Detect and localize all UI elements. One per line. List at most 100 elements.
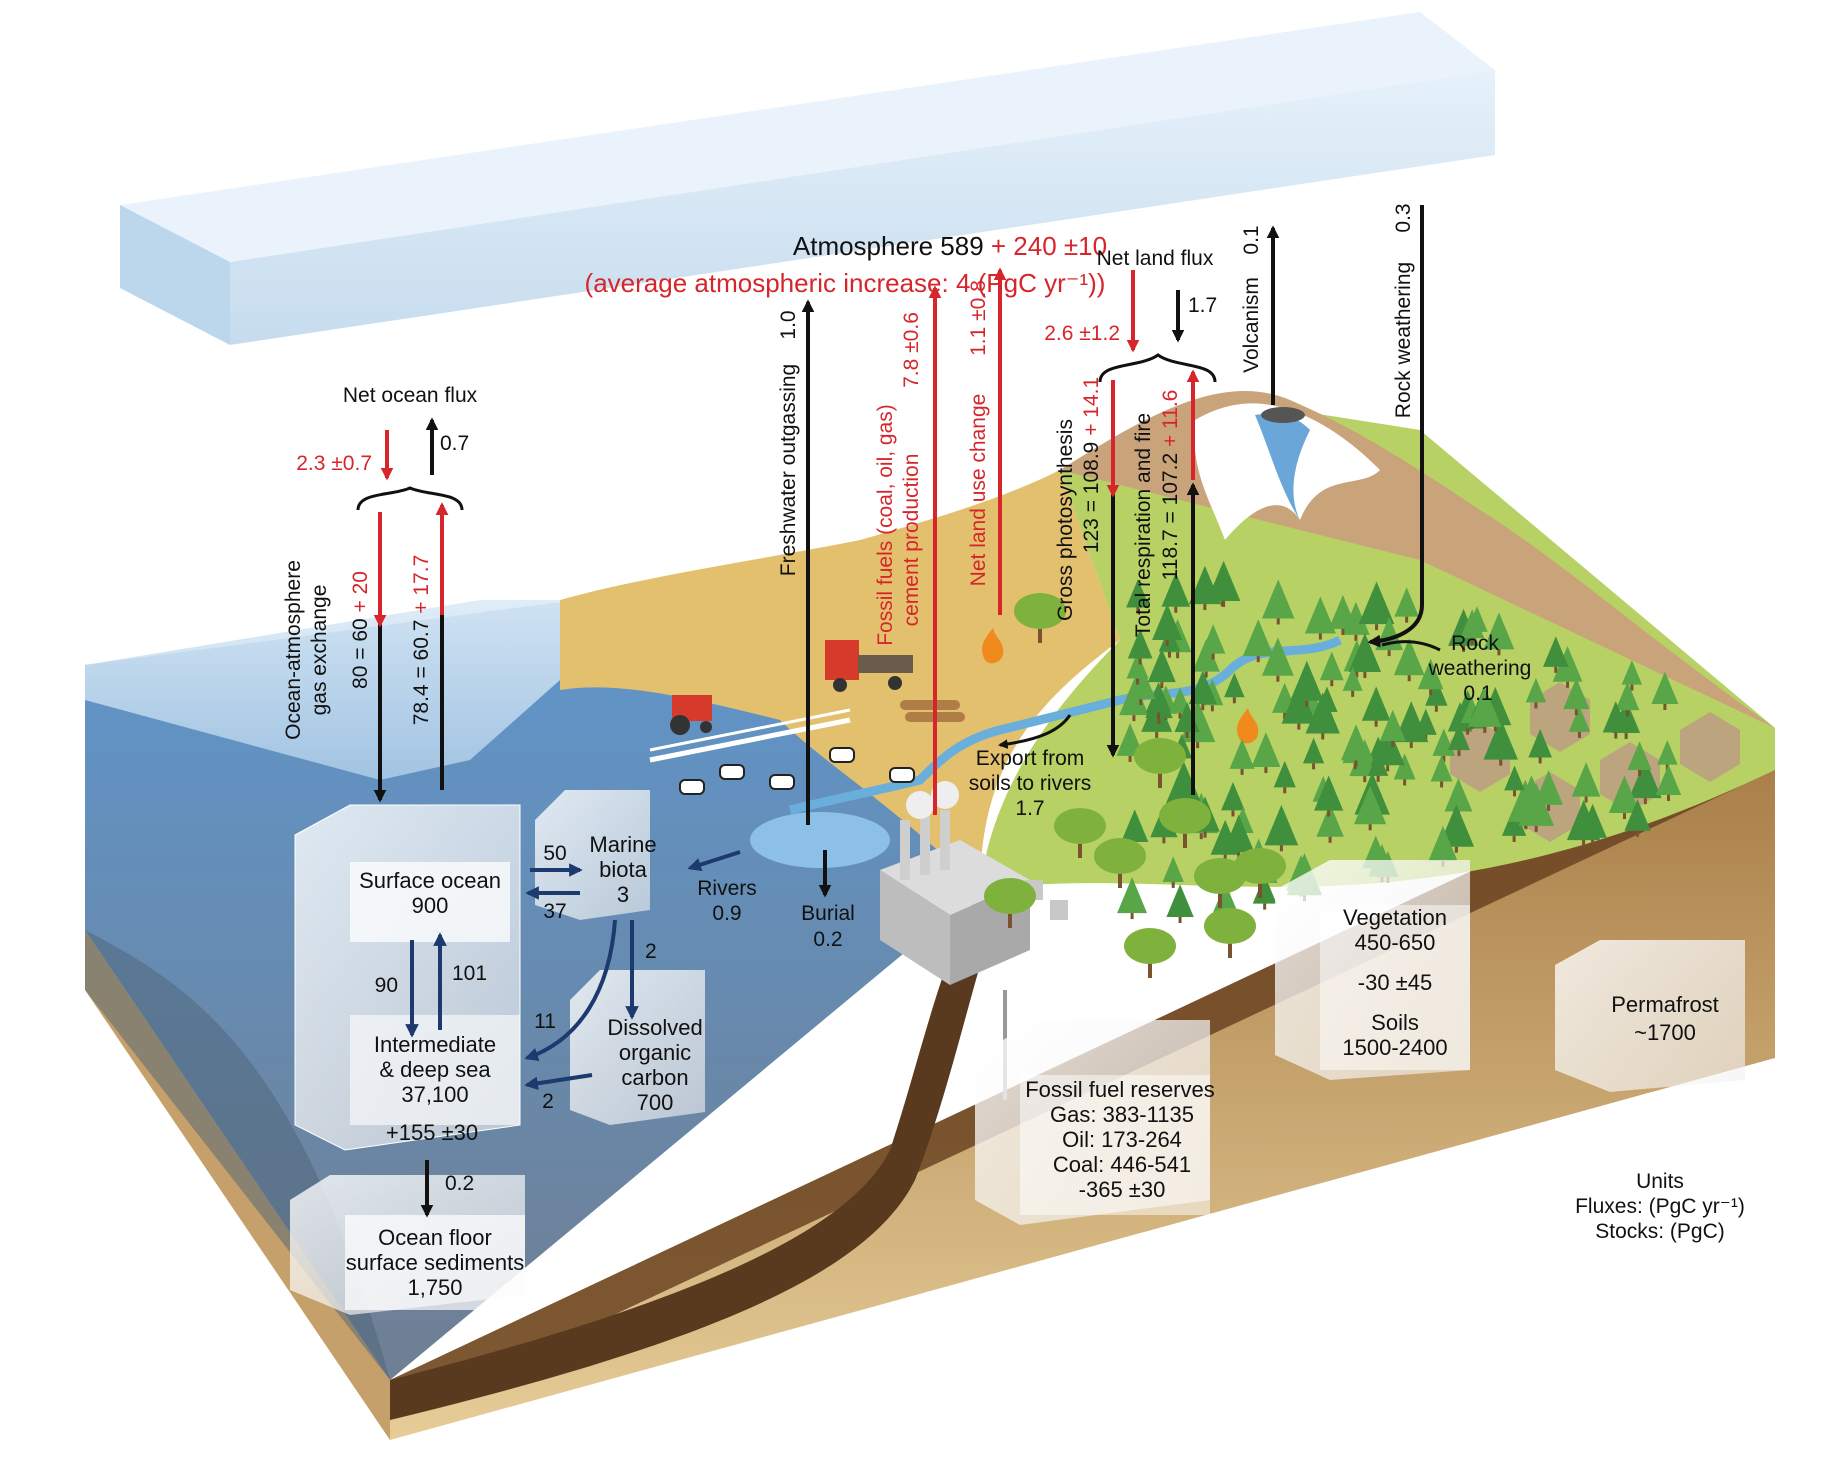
deep-sea-title-1: Intermediate bbox=[374, 1032, 496, 1057]
coal-reserves: Coal: 446-541 bbox=[1053, 1152, 1191, 1177]
export-label-2: soils to rivers bbox=[969, 772, 1092, 795]
atmosphere-label: Atmosphere 589 + 240 ±10 bbox=[793, 231, 1107, 261]
conifer-tree bbox=[1379, 709, 1406, 742]
conifer-tree bbox=[1394, 701, 1429, 743]
net-ocean-up-value: 0.7 bbox=[440, 432, 469, 455]
conifer-tree bbox=[1394, 587, 1419, 617]
conifer-tree bbox=[1629, 758, 1662, 799]
conifer-tree bbox=[1438, 804, 1475, 847]
deciduous-tree bbox=[1194, 858, 1246, 894]
tree-trunk bbox=[1624, 733, 1628, 740]
tree-trunk bbox=[1199, 833, 1203, 840]
conifer-tree bbox=[1624, 799, 1651, 831]
tree-trunk bbox=[1375, 624, 1379, 631]
conifer-tree bbox=[1229, 738, 1255, 769]
cow bbox=[829, 747, 855, 763]
deciduous-tree bbox=[1204, 908, 1256, 944]
tree-trunk bbox=[1354, 760, 1358, 767]
units-title: Units bbox=[1636, 1170, 1684, 1193]
export-label-1: Export from bbox=[976, 747, 1085, 770]
fire-icon bbox=[982, 628, 1004, 664]
conifer-tree bbox=[1319, 651, 1344, 681]
tree-trunk bbox=[1231, 810, 1235, 817]
conifer-tree bbox=[1417, 658, 1444, 690]
conifer-tree bbox=[1348, 632, 1382, 672]
land-use-value: 1.1 ±0.8 bbox=[967, 280, 990, 356]
tree-trunk bbox=[1138, 658, 1142, 665]
tree-trunk bbox=[1276, 675, 1280, 682]
tree-trunk bbox=[1157, 718, 1161, 725]
conifer-tree bbox=[1655, 764, 1682, 795]
tree-trunk bbox=[1136, 607, 1140, 614]
conifer-tree bbox=[1188, 565, 1221, 605]
conifer-tree bbox=[1127, 628, 1153, 659]
conifer-tree bbox=[1340, 724, 1372, 761]
deep-sea-box bbox=[350, 1015, 520, 1125]
tree-trunk bbox=[1203, 604, 1207, 611]
deciduous-tree bbox=[1234, 848, 1286, 884]
conifer-tree bbox=[1621, 660, 1643, 685]
conifer-tree bbox=[1504, 765, 1525, 791]
conifer-tree bbox=[1316, 803, 1344, 837]
rock-weathering-land-value: 0.1 bbox=[1463, 682, 1492, 705]
tree-trunk bbox=[1667, 794, 1671, 801]
deep-sea-title-2: & deep sea bbox=[379, 1057, 491, 1082]
conifer-tree bbox=[1223, 814, 1255, 853]
conifer-tree bbox=[1152, 603, 1183, 640]
tree-trunk bbox=[1283, 787, 1287, 794]
conifer-tree bbox=[1125, 663, 1156, 700]
conifer-tree bbox=[1281, 682, 1317, 724]
conifer-tree bbox=[1563, 677, 1590, 710]
tree-trunk bbox=[1355, 671, 1359, 678]
tree-trunk bbox=[1204, 671, 1208, 678]
conifer-tree bbox=[1224, 672, 1245, 698]
marine-biota-title-2: biota bbox=[599, 857, 647, 882]
net-land-brace bbox=[1098, 353, 1217, 383]
conifer-tree bbox=[1483, 612, 1515, 650]
tree-trunk bbox=[1499, 759, 1503, 766]
conifer-tree bbox=[1126, 652, 1149, 679]
conifer-tree bbox=[1145, 681, 1172, 713]
stock-boxes bbox=[290, 790, 1750, 1315]
conifer-tree bbox=[1608, 775, 1641, 814]
conifer-tree bbox=[1116, 723, 1144, 756]
flux-from-biota-value: 37 bbox=[543, 900, 566, 923]
tree-trunk bbox=[1574, 709, 1578, 716]
conifer-tree bbox=[1147, 648, 1176, 683]
ocean-floor-edge bbox=[390, 890, 1000, 1420]
doc-box bbox=[570, 970, 705, 1125]
ocean-exchange-label-1: Ocean-atmosphere bbox=[282, 560, 305, 740]
cow bbox=[889, 767, 915, 783]
deciduous-tree bbox=[1134, 738, 1186, 774]
surface-ocean-value: 900 bbox=[412, 893, 449, 918]
tree-trunk bbox=[1591, 837, 1595, 844]
deciduous-tree bbox=[1124, 928, 1176, 964]
ocean-release-value: 78.4 = 60.7 + 17.7 bbox=[410, 555, 433, 726]
net-land-down-value: 2.6 ±1.2 bbox=[1044, 322, 1120, 345]
conifer-tree bbox=[1447, 723, 1470, 751]
gas-reserves: Gas: 383-1135 bbox=[1050, 1102, 1194, 1127]
conifer-tree bbox=[1264, 804, 1299, 846]
tree-trunk bbox=[1457, 750, 1461, 757]
marine-biota-value: 3 bbox=[617, 882, 629, 907]
rock-weathering-value: 0.3 bbox=[1392, 203, 1415, 232]
tree-trunk bbox=[1391, 741, 1395, 748]
tree-trunk bbox=[1493, 725, 1497, 732]
fence bbox=[649, 717, 851, 763]
tree-trunk bbox=[1263, 903, 1267, 910]
rivers-value: 0.9 bbox=[712, 902, 741, 925]
freshwater-outgassing-value: 1.0 bbox=[777, 310, 800, 339]
tree-trunk bbox=[1513, 790, 1517, 797]
tree-trunk bbox=[1128, 755, 1132, 762]
tree-trunk bbox=[1434, 705, 1438, 712]
tree-trunk bbox=[1630, 684, 1634, 691]
conifer-tree bbox=[1657, 739, 1678, 765]
conifer-tree bbox=[1261, 637, 1294, 676]
forest bbox=[984, 560, 1682, 978]
cow bbox=[719, 764, 745, 780]
tree-trunk bbox=[1429, 689, 1433, 696]
biota-to-deep-value: 11 bbox=[534, 1010, 556, 1033]
conifer-tree bbox=[1342, 666, 1363, 691]
sediments-title-1: Ocean floor bbox=[378, 1225, 492, 1250]
snow-shadow bbox=[1255, 413, 1310, 520]
